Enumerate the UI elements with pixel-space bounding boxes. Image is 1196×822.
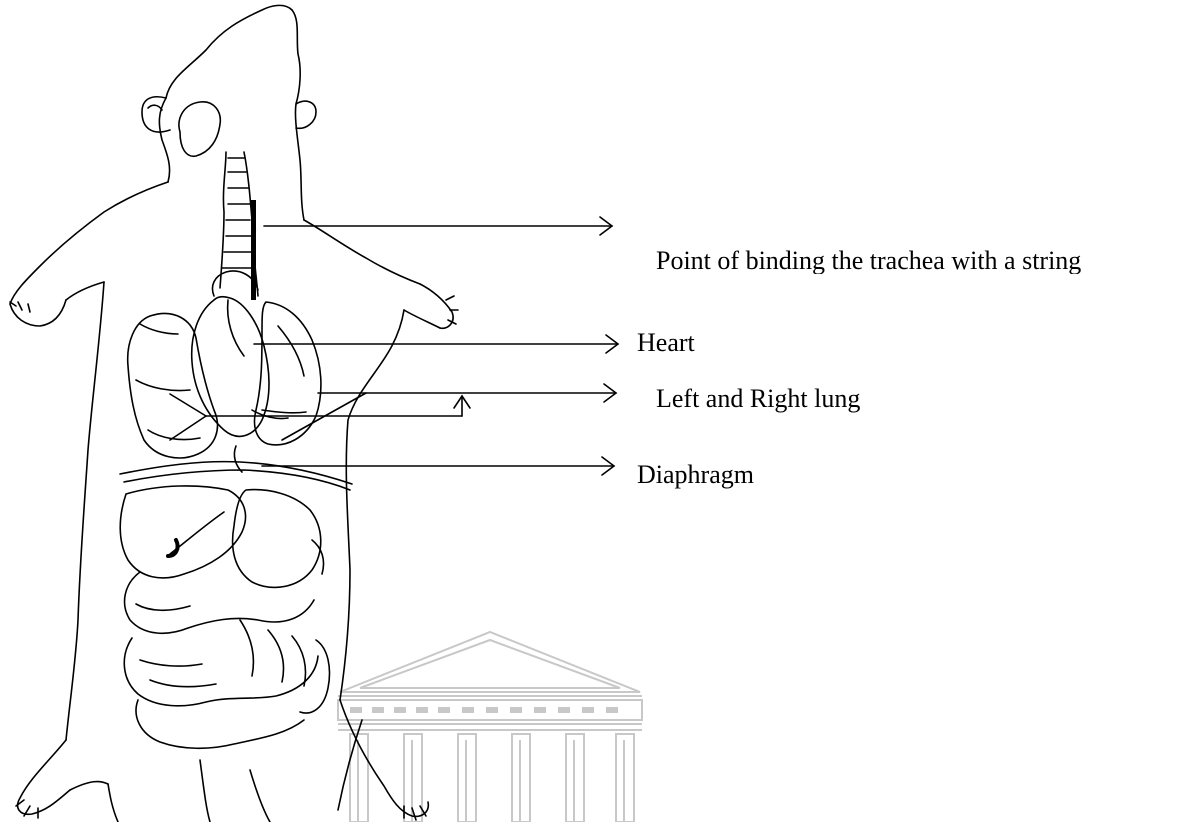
label-diaphragm: Diaphragm bbox=[637, 462, 754, 488]
caecum-shape bbox=[300, 640, 330, 713]
label-trachea-binding: Point of binding the trachea with a stri… bbox=[656, 248, 1081, 274]
intestines-shape bbox=[125, 572, 314, 633]
thymus-shape bbox=[179, 102, 220, 156]
label-heart: Heart bbox=[637, 330, 695, 356]
stomach-shape bbox=[233, 490, 321, 588]
label-left-right-lung: Left and Right lung bbox=[656, 386, 860, 412]
left-lung-shape bbox=[128, 313, 218, 457]
diaphragm-shape bbox=[120, 462, 352, 484]
liver-shape bbox=[120, 486, 245, 578]
organs-illustration bbox=[120, 102, 352, 748]
left-lung-diagonal-lower bbox=[170, 416, 206, 440]
university-building-watermark bbox=[338, 632, 642, 822]
